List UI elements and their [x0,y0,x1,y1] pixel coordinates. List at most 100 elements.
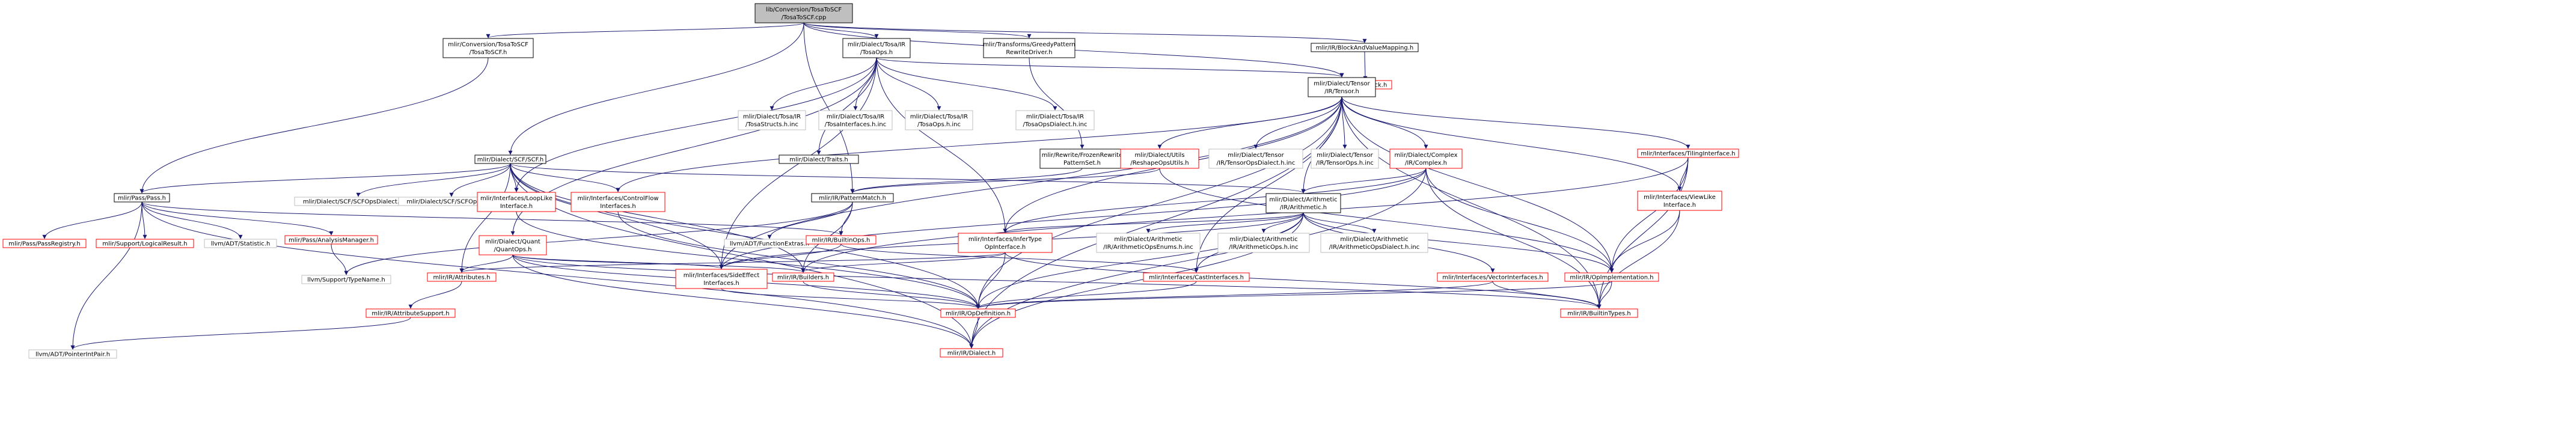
edge-arith_h-to-infertype_h [1003,212,1304,233]
node-arithenums-inc: mlir/Dialect/Arithmetic/IR/ArithmeticOps… [1096,233,1201,253]
edge-tensor_h-to-complex_h [1341,96,1428,149]
node-box [1217,233,1310,253]
node-box [811,193,894,203]
node-label: mlir/Dialect/SCF/SCFOpsDialect.h.inc [303,199,414,206]
edge-tensor_h-to-opdef_h [976,96,1342,309]
node-box [738,110,806,130]
node-box [1320,233,1428,253]
node-box [1039,148,1125,169]
edge-reshape_h-to-patternmatch_h [850,168,1160,194]
node-label: mlir/Dialect/Tensor [1317,152,1373,159]
edge-tosaops_h-to-tosastructs_inc [769,57,877,111]
node-box [571,192,665,212]
edge-tosaops_h-to-tensor_h [876,57,1344,78]
edge-scf_h-to-pass_h [139,163,511,194]
node-label: mlir/Pass/PassRegistry.h [8,241,80,248]
node-box [754,3,853,23]
node-greedy-h[interactable]: mlir/Transforms/GreedyPatternRewriteDriv… [983,38,1075,58]
node-label: mlir/Dialect/Tosa/IR [827,114,884,120]
edge-tensor_h-to-opimpl_h [1341,96,1614,273]
edge-tiling_h-to-builtintypes_h [1597,157,1689,309]
node-label: mlir/Dialect/Arithmetic [1229,236,1297,243]
node-arithops-inc: mlir/Dialect/Arithmetic/IR/ArithmeticOps… [1217,233,1310,253]
edge-tensor_h-to-sideeffect_h [719,96,1342,269]
node-analysis-h[interactable]: mlir/Pass/AnalysisManager.h [284,235,378,245]
node-box [474,154,546,164]
node-arith-h[interactable]: mlir/Dialect/Arithmetic/IR/Arithmetic.h [1265,193,1341,213]
node-label: /TosaToSCF.cpp [782,14,827,21]
edge-tensor_h-to-viewlike_h [1341,96,1682,191]
node-blockmap-h[interactable]: mlir/IR/BlockAndValueMapping.h [1311,43,1419,52]
node-vector-h[interactable]: mlir/Interfaces/VectorInterfaces.h [1437,272,1549,282]
edge-pass_h-to-analysis_h [141,201,334,236]
node-label: mlir/Dialect/Arithmetic [1114,236,1182,243]
node-root[interactable]: lib/Conversion/TosaToSCF/TosaToSCF.cpp [754,3,853,23]
node-tensor-h[interactable]: mlir/Dialect/Tensor/IR/Tensor.h [1308,77,1376,97]
edge-tensor_h-to-cast_h [1194,96,1342,273]
node-tosaops-h[interactable]: mlir/Dialect/Tosa/IR/TosaOps.h [842,38,911,58]
node-opdef-h[interactable]: mlir/IR/OpDefinition.h [940,308,1016,318]
node-label: mlir/Interfaces/CastInterfaces.h [1149,275,1244,281]
node-label: mlir/Dialect/Complex [1395,152,1458,159]
node-pointerintpair-h: llvm/ADT/PointerIntPair.h [28,349,117,359]
node-tosaops-inc: mlir/Dialect/Tosa/IR/TosaOps.h.inc [905,110,973,130]
node-scf-h[interactable]: mlir/Dialect/SCF/SCF.h [474,154,546,164]
edge-tiling_h-to-builders_h [801,157,1689,273]
node-opimpl-h[interactable]: mlir/IR/OpImplementation.h [1564,272,1659,282]
node-builtintypes-h[interactable]: mlir/IR/BuiltinTypes.h [1560,308,1638,318]
node-box [940,348,1003,358]
node-label: mlir/Interfaces/ViewLike [1644,194,1716,201]
node-pass-h[interactable]: mlir/Pass/Pass.h [114,193,170,203]
node-box [772,272,834,282]
node-traits-h[interactable]: mlir/Dialect/Traits.h [779,154,859,164]
edge-sideeffect_h-to-opdef_h [721,288,981,309]
node-attrsupport-h[interactable]: mlir/IR/AttributeSupport.h [366,308,456,318]
node-patternmatch-h[interactable]: mlir/IR/PatternMatch.h [811,193,894,203]
edge-scf_h-to-controlflow_h [510,163,620,192]
node-label: mlir/Dialect/Traits.h [789,157,848,163]
node-tiling-h[interactable]: mlir/Interfaces/TilingInterface.h [1637,148,1739,158]
node-reshape-h[interactable]: mlir/Dialect/Utils/ReshapeOpsUtils.h [1120,148,1199,169]
node-box [1311,43,1419,52]
edge-greedy_h-to-frozen_h [1029,57,1085,149]
node-label: mlir/Dialect/Arithmetic [1340,236,1408,243]
edge-pass_h-to-pointerintpair_h [70,201,142,350]
edge-scf_h-to-attributes_h [459,163,511,273]
edge-opdef_h-to-dialect_h [969,317,979,349]
node-builders-h[interactable]: mlir/IR/Builders.h [772,272,834,282]
edge-quantops_h-to-sideeffect_h [512,254,724,269]
node-label: mlir/Dialect/Arithmetic [1269,197,1337,203]
edge-complex_h-to-infertype_h [1003,168,1427,233]
node-box [842,38,911,58]
node-builtinops-h[interactable]: mlir/IR/BuiltinOps.h [806,235,877,245]
node-attributes-h[interactable]: mlir/IR/Attributes.h [427,272,497,282]
node-dialect-h[interactable]: mlir/IR/Dialect.h [940,348,1003,358]
edge-pass_h-to-builtinops_h [141,201,843,236]
node-box [284,235,378,245]
node-label: /TosaOpsDialect.h.inc [1023,121,1088,128]
edge-attributes_h-to-attrsupport_h [408,281,462,309]
edge-tosatoscf_h-to-pass_h [139,57,489,194]
node-cast-h[interactable]: mlir/Interfaces/CastInterfaces.h [1143,272,1250,282]
edge-cast_h-to-opdef_h [976,281,1197,309]
edge-infertype_h-to-attributes_h [459,252,1006,273]
node-label: Interfaces.h [703,280,739,287]
node-label: mlir/Dialect/Tensor [1314,81,1370,87]
node-label: /TosaInterfaces.h.inc [825,121,887,128]
node-complex-h[interactable]: mlir/Dialect/Complex/IR/Complex.h [1389,148,1463,169]
node-label: mlir/IR/Builders.h [777,275,829,281]
node-passregistry-h[interactable]: mlir/Pass/PassRegistry.h [2,239,87,248]
node-label: /IR/ArithmeticOpsDialect.h.inc [1329,244,1419,251]
node-quantops-h[interactable]: mlir/Dialect/Quant/QuantOps.h [479,235,547,255]
edge-builtinops_h-to-cast_h [840,243,1199,273]
edge-tensor_h-to-tiling_h [1341,96,1690,149]
node-logicalresult-h[interactable]: mlir/Support/LogicalResult.h [96,239,194,248]
node-tosatoscf-h[interactable]: mlir/Conversion/TosaToSCF/TosaToSCF.h [442,38,534,58]
node-label: /IR/Arithmetic.h [1280,204,1327,211]
